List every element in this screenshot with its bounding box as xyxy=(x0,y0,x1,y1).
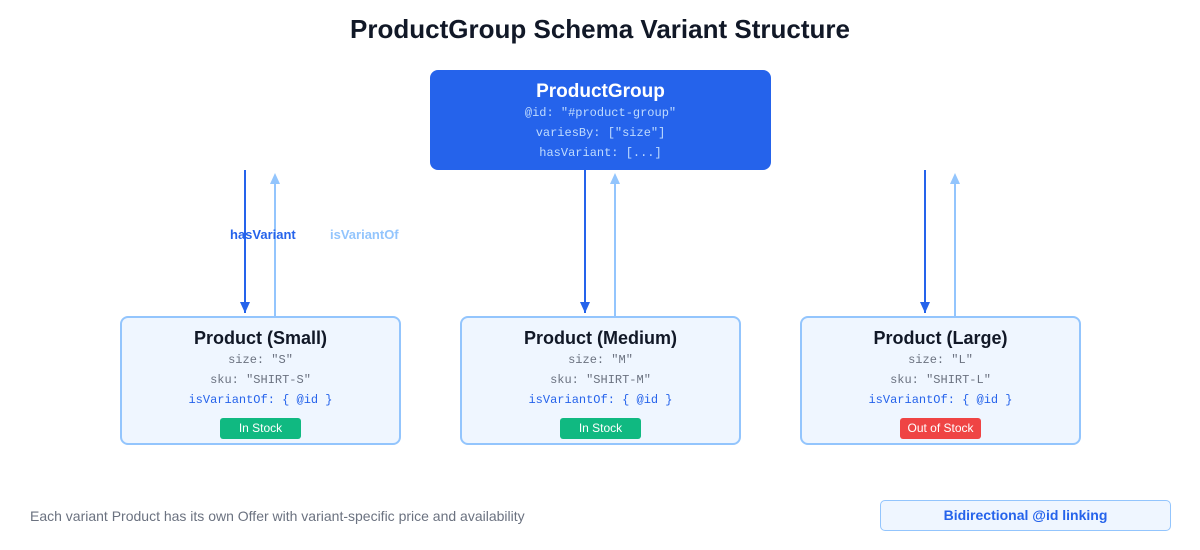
has-variant-label: hasVariant xyxy=(230,227,296,242)
product-sku: sku: "SHIRT-L" xyxy=(890,373,991,387)
product-name: Product (Large) xyxy=(873,328,1008,348)
legend-box: Bidirectional @id linking xyxy=(880,500,1171,531)
stock-status-badge: In Stock xyxy=(560,418,641,439)
diagram-title: ProductGroup Schema Variant Structure xyxy=(350,14,850,44)
product-group-varies-by: variesBy: ["size"] xyxy=(535,126,666,140)
product-medium-node: Product (Medium) size: "M" sku: "SHIRT-M… xyxy=(460,316,741,445)
product-group-node: ProductGroup @id: "#product-group" varie… xyxy=(430,70,771,170)
product-size: size: "S" xyxy=(228,353,293,367)
stock-status-badge: Out of Stock xyxy=(900,418,981,439)
product-group-id: @id: "#product-group" xyxy=(524,106,677,120)
product-group-name: ProductGroup xyxy=(536,81,665,102)
product-name: Product (Medium) xyxy=(524,328,677,348)
product-size: size: "L" xyxy=(908,353,973,367)
product-is-variant-of: isVariantOf: { @id } xyxy=(868,393,1013,407)
product-name: Product (Small) xyxy=(193,328,327,348)
product-size: size: "M" xyxy=(568,353,633,367)
footnote: Each variant Product has its own Offer w… xyxy=(30,508,525,524)
product-is-variant-of: isVariantOf: { @id } xyxy=(188,393,333,407)
product-is-variant-of: isVariantOf: { @id } xyxy=(528,393,673,407)
stock-status-badge: In Stock xyxy=(220,418,301,439)
product-large-node: Product (Large) size: "L" sku: "SHIRT-L"… xyxy=(800,316,1081,445)
is-variant-of-label: isVariantOf xyxy=(330,227,399,242)
product-sku: sku: "SHIRT-M" xyxy=(550,373,651,387)
product-sku: sku: "SHIRT-S" xyxy=(210,373,311,387)
product-small-node: Product (Small) size: "S" sku: "SHIRT-S"… xyxy=(120,316,401,445)
product-group-has-variant: hasVariant: [...] xyxy=(539,146,662,160)
